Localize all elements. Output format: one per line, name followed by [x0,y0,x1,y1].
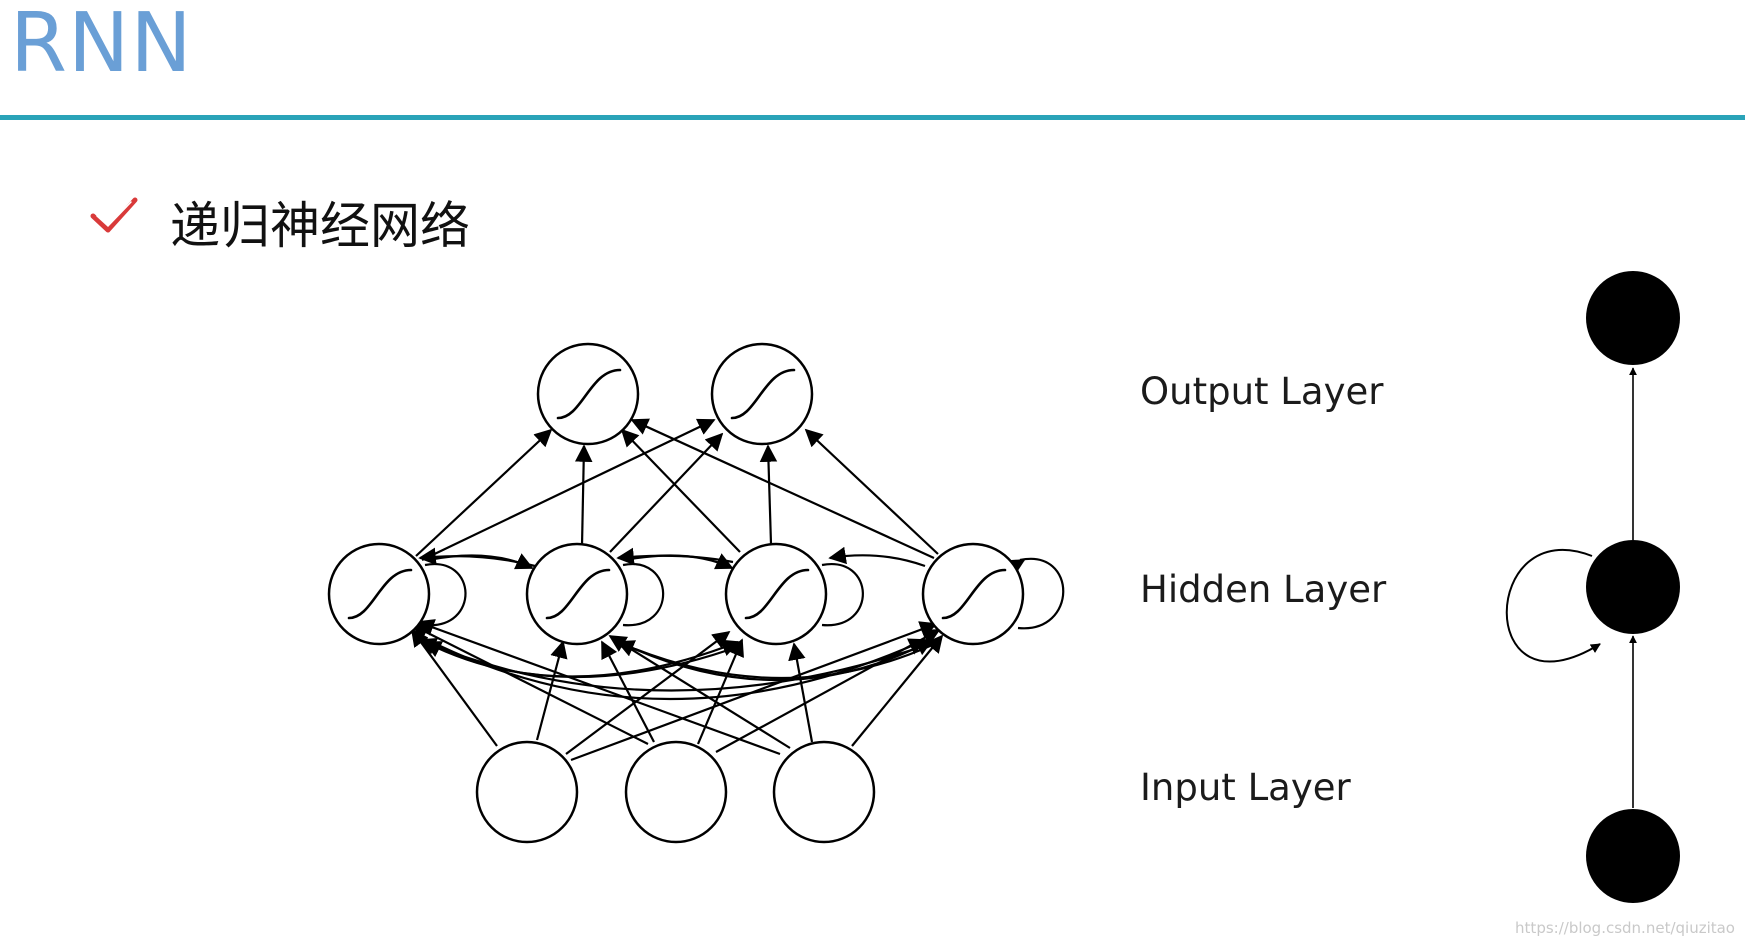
edge-hidden-output [630,418,935,560]
sigmoid-icon [347,568,413,620]
sigmoid-icon [545,568,611,620]
edge-hidden-next [418,547,536,568]
compact-hidden-node [1586,540,1680,634]
edge-input-hidden [565,630,731,755]
sigmoid-icons [347,368,1007,620]
edge-input-hidden [416,619,781,756]
edge-compact-self-loop [1505,548,1601,663]
sigmoid-icon [941,568,1007,620]
compact-output-node [1586,271,1680,365]
input-node [475,740,579,844]
sigmoid-icon [730,368,796,420]
edge-hidden-self-loop [1017,557,1065,630]
edge-hidden-self-loop [622,563,665,627]
edge-input-hidden [788,642,814,743]
edge-hidden-self-loop [424,563,467,627]
edge-hidden-next [828,546,926,568]
output-layer-label: Output Layer [1140,370,1384,413]
edge-hidden-lateral [418,637,936,692]
edge-hidden-output [759,444,778,545]
edge-hidden-next [616,547,734,566]
edge-hidden-output [804,428,939,555]
edge-input-hidden [696,638,744,745]
hidden-layer-label: Hidden Layer [1140,568,1387,611]
edge-hidden-self-loop [821,563,864,627]
sigmoid-icon [556,368,622,420]
checkmark-icon [90,197,138,233]
edge-hidden-lateral [614,639,934,681]
edge-hidden-lateral [423,641,741,679]
network-edges [410,418,1065,762]
edge-hidden-output [421,418,716,561]
slide-title: RNN [10,0,193,91]
edge-hidden-output [415,428,553,557]
title-divider [0,115,1745,120]
compact-input-node [1586,809,1680,903]
edge-hidden-output [609,432,724,553]
slide-subtitle: 递归神经网络 [170,197,470,255]
edge-hidden-lateral [616,640,931,680]
edge-input-hidden [535,640,568,741]
edge-hidden-output [620,428,741,553]
compact-rnn-view [1505,271,1680,903]
watermark: https://blog.csdn.net/qiuzitao [1515,919,1735,937]
edge-input-hidden [608,635,791,749]
network-nodes [327,342,1025,844]
sigmoid-icon [744,568,810,620]
edge-input-hidden [410,624,649,745]
input-node [624,740,728,844]
edge-input-hidden [601,640,655,743]
input-layer-label: Input Layer [1140,766,1351,809]
input-node [772,740,876,844]
edge-hidden-output [574,444,593,547]
